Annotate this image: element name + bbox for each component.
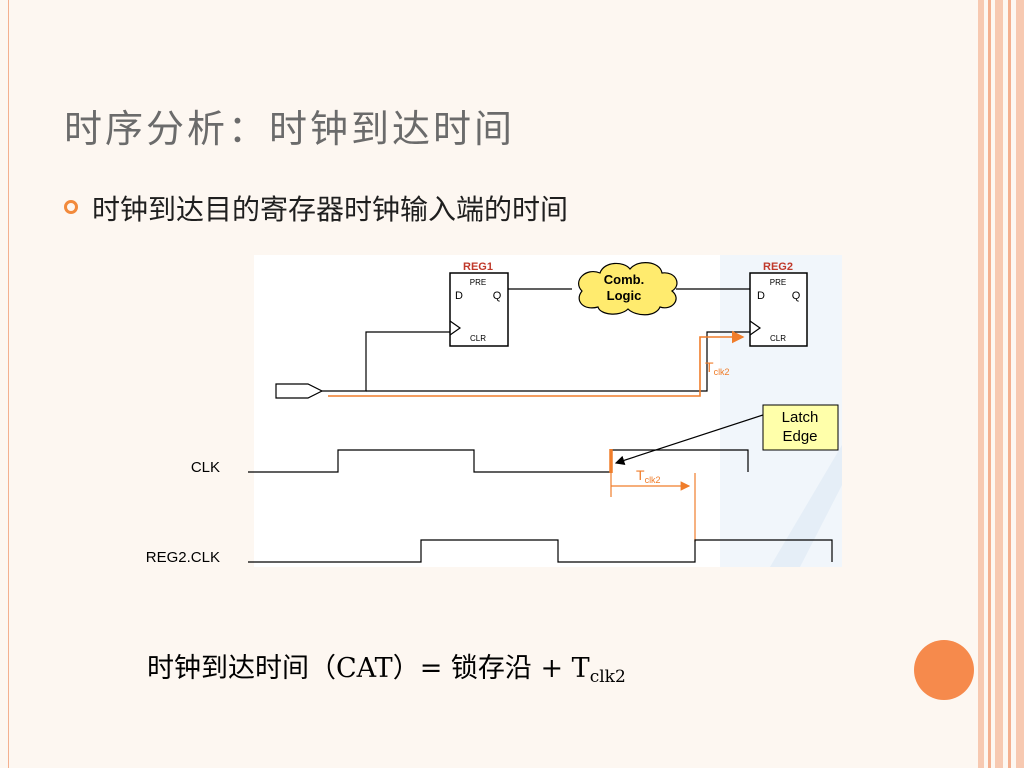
timing-diagram: REG1 PRE D Q CLR REG2 PRE D Q CLR Comb. … [146,255,842,567]
latch-edge-line2: Edge [782,428,817,445]
tclk2-clock-path [328,330,745,397]
tclk2-wave-label: Tclk2 [636,467,661,485]
reg2-clock-input-icon [749,320,762,336]
reg1-pre-label: PRE [470,278,486,287]
reg1-d-label: D [455,290,463,302]
left-border-line [8,0,9,768]
bullet-text: 时钟到达目的寄存器时钟输入端的时间 [92,193,569,226]
reg2-q-label: Q [792,290,801,302]
cat-formula-subscript: clk2 [589,667,626,687]
clk-waveform-label: CLK [191,459,220,476]
reg1-clock-input-icon [449,320,462,336]
clock-input-pad-icon [275,383,324,399]
decorative-orange-circle [914,640,974,700]
comb-logic-cloud: Comb. Logic [578,262,678,316]
reg2-d-label: D [757,290,765,302]
reg2-pre-label: PRE [770,278,786,287]
latch-edge-line1: Latch [782,409,819,426]
diagram-background-sweep [770,445,842,567]
clk-waveform [248,449,749,473]
right-decorative-stripes [978,0,1024,768]
comb-logic-line1: Comb. [604,272,644,287]
reg1-label: REG1 [463,261,493,273]
reg1-q-label: Q [493,290,502,302]
bullet-icon [64,200,78,214]
latch-edge-callout: Latch Edge [614,404,839,465]
reg2clk-waveform [248,539,833,563]
reg2clk-waveform-label: REG2.CLK [146,549,220,566]
reg2-clr-label: CLR [770,334,786,343]
cat-formula: 时钟到达时间（CAT）= 锁存沿 + Tclk2 [147,646,626,687]
comb-logic-line2: Logic [607,288,642,303]
latch-edge-arrow [614,414,764,465]
clock-net-to-reg2 [366,331,750,392]
reg2-label: REG2 [763,261,793,273]
reg1-clr-label: CLR [470,334,486,343]
register-reg1: REG1 PRE D Q CLR [449,261,509,347]
cat-formula-text: 时钟到达时间（CAT）= 锁存沿 + T [147,653,590,684]
register-reg2: REG2 PRE D Q CLR [749,261,808,347]
clock-net-to-reg1 [322,331,450,392]
tclk2-path-label: Tclk2 [705,359,730,377]
slide-title: 时序分析：时钟到达时间 [64,107,516,151]
